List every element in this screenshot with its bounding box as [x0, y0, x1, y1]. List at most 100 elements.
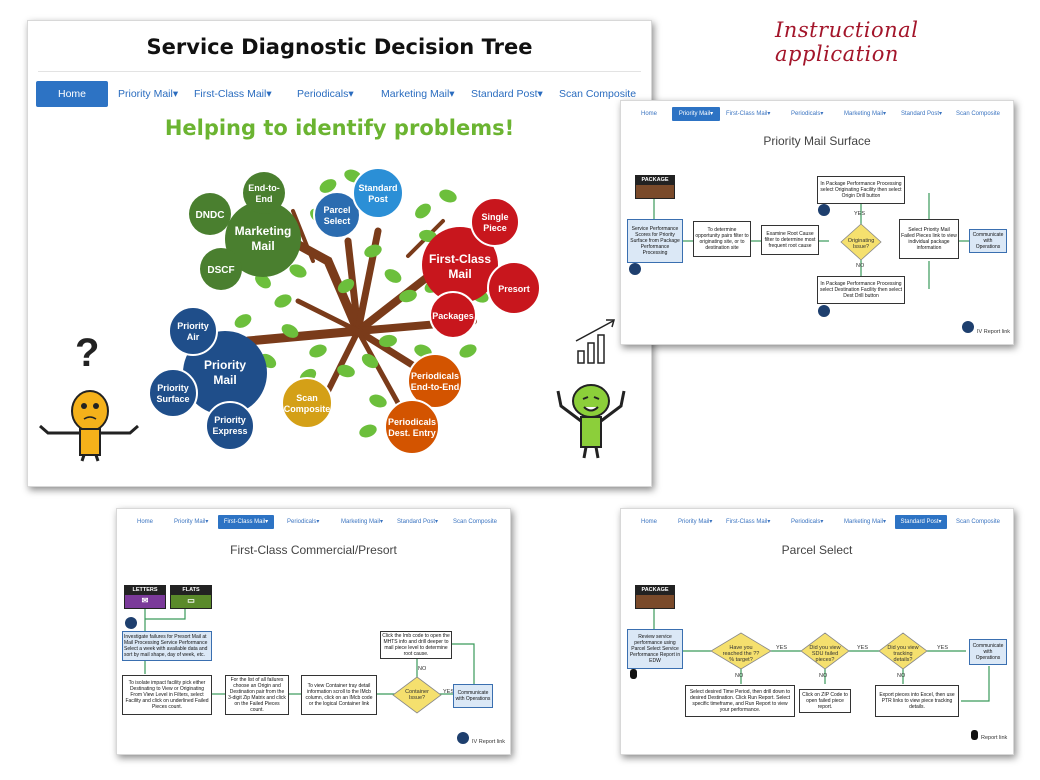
nav-first-class-mail[interactable]: First-Class Mail▾: [218, 515, 274, 529]
mouse-icon: [630, 669, 637, 679]
node-first-class-mail[interactable]: First-Class Mail: [422, 227, 498, 303]
priority-flow-connectors: [629, 192, 974, 333]
iv-badge-icon: [629, 263, 641, 275]
node-label-pe-2: End-to-End: [411, 382, 460, 392]
iv-badge-icon: [125, 617, 137, 629]
report-link[interactable]: IV Report link: [977, 329, 1011, 335]
target-decision-label: Have you reached the ??% target?: [722, 645, 760, 663]
no-label: NO: [735, 673, 744, 679]
caret-down-icon: ▾: [266, 88, 272, 100]
nav-label: First-Class Mail: [194, 88, 267, 100]
node-label-express-2: Express: [212, 426, 247, 436]
nav-periodicals[interactable]: Periodicals▾: [297, 81, 354, 107]
isolate-box: To isolate impact facility pick either D…: [122, 675, 212, 715]
nav-scan-composite[interactable]: Scan Composite: [559, 88, 637, 100]
nav-home[interactable]: Home: [36, 81, 108, 107]
confused-person-icon: ?: [39, 331, 139, 462]
node-label-packages: Packages: [432, 311, 474, 321]
nav-label: Priority Mail: [678, 111, 711, 117]
node-parcel-select[interactable]: Parcel Select: [313, 191, 361, 239]
nav-marketing-mail[interactable]: Marketing Mail▾: [381, 81, 455, 107]
page-title: Service Diagnostic Decision Tree: [146, 35, 533, 59]
iv-badge-icon: [818, 204, 830, 216]
node-presort[interactable]: Presort: [487, 261, 541, 315]
node-periodicals-dest-entry[interactable]: Periodicals Dest. Entry: [384, 399, 440, 455]
nav-label: Marketing Mail: [844, 519, 884, 525]
parcel-select-card: Home Priority Mail▾ First-Class Mail▾ Pe…: [620, 508, 1014, 755]
nav-standard-post[interactable]: Standard Post▾: [895, 515, 947, 529]
nav-first-class-mail[interactable]: First-Class Mail▾: [194, 81, 272, 107]
iv-badge-icon: [962, 321, 974, 333]
parcel-flow-connectors: [630, 607, 990, 740]
nav-standard-post[interactable]: Standard Post▾: [901, 111, 943, 117]
package-tag: PACKAGE: [635, 585, 675, 609]
nav-periodicals[interactable]: Periodicals▾: [791, 519, 824, 525]
decision-tree-illustration: Marketing Mail End-to- End DNDC DSCF Par…: [39, 167, 626, 462]
nav-marketing-mail[interactable]: Marketing Mail▾: [844, 519, 887, 525]
origin-destination-box: For the list of all failures choose an O…: [225, 675, 289, 715]
package-tag-label: PACKAGE: [636, 586, 674, 595]
node-marketing-mail[interactable]: Marketing Mail: [225, 201, 301, 277]
node-scan-composite[interactable]: Scan Composite: [281, 377, 333, 429]
node-packages[interactable]: Packages: [429, 291, 477, 339]
nav-label: Periodicals: [791, 111, 821, 117]
yes-label: YES: [857, 645, 869, 651]
node-periodicals-end-to-end[interactable]: Periodicals End-to-End: [407, 353, 463, 409]
iv-badge-icon: [818, 305, 830, 317]
report-link[interactable]: Report link: [981, 735, 1008, 741]
node-priority-surface[interactable]: Priority Surface: [148, 368, 198, 418]
flats-tag-label: FLATS: [171, 586, 211, 595]
node-single-piece[interactable]: Single Piece: [470, 197, 520, 247]
nav-standard-post[interactable]: Standard Post▾: [397, 519, 439, 525]
node-dndc[interactable]: DNDC: [189, 193, 231, 235]
node-dscf[interactable]: DSCF: [200, 248, 242, 290]
node-label-scan-2: Composite: [284, 404, 331, 414]
node-end-to-end[interactable]: End-to- End: [243, 172, 285, 214]
nav-first-class-mail[interactable]: First-Class Mail▾: [726, 519, 771, 525]
node-label-pd-1: Periodicals: [388, 417, 436, 427]
zip-code-box: Click on ZIP Code to open failed piece r…: [799, 689, 851, 713]
node-label-single-2: Piece: [483, 223, 507, 233]
node-label-scan-1: Scan: [296, 393, 318, 403]
caret-down-icon: ▾: [348, 88, 354, 100]
priority-mail-card: Home Priority Mail▾ First-Class Mail▾ Pe…: [620, 100, 1014, 345]
nav-priority-mail[interactable]: Priority Mail▾: [678, 519, 713, 525]
nav-standard-post[interactable]: Standard Post▾: [471, 81, 543, 107]
nav-marketing-mail[interactable]: Marketing Mail▾: [844, 111, 887, 117]
nav-scan-composite[interactable]: Scan Composite: [956, 111, 1001, 117]
nav-priority-mail[interactable]: Priority Mail▾: [672, 107, 720, 121]
nav-priority-mail[interactable]: Priority Mail▾: [174, 519, 209, 525]
nav-periodicals[interactable]: Periodicals▾: [791, 111, 824, 117]
node-label-air-1: Priority: [177, 321, 209, 331]
node-label-marketing-mail-1: Marketing: [235, 224, 292, 238]
nav-first-class-mail[interactable]: First-Class Mail▾: [726, 111, 771, 117]
nav-scan-composite[interactable]: Scan Composite: [956, 519, 1001, 525]
node-priority-express[interactable]: Priority Express: [205, 401, 255, 451]
iv-badge-icon: [457, 732, 469, 744]
export-box: Export pieces into Excel, then use PTR l…: [875, 685, 959, 717]
node-label-parcel-1: Parcel: [323, 205, 350, 215]
bar-chart-icon: [575, 319, 615, 364]
tracking-decision-label: Did you view tracking details?: [887, 645, 919, 663]
nav-home[interactable]: Home: [641, 111, 658, 117]
node-label-surface-1: Priority: [157, 383, 189, 393]
nav-periodicals[interactable]: Periodicals▾: [287, 519, 320, 525]
caret-down-icon: ▾: [537, 88, 543, 100]
flowchart-title: Parcel Select: [781, 543, 853, 557]
node-priority-air[interactable]: Priority Air: [168, 306, 218, 356]
node-standard-post[interactable]: Standard Post: [352, 167, 404, 219]
report-link[interactable]: IV Report link: [472, 739, 506, 745]
fcm-flow-connectors: [125, 607, 475, 744]
nav-marketing-mail[interactable]: Marketing Mail▾: [341, 519, 384, 525]
headline: Helping to identify problems!: [164, 116, 515, 140]
nav-scan-composite[interactable]: Scan Composite: [453, 519, 498, 525]
nav-label: Periodicals: [297, 88, 349, 100]
nav-priority-mail[interactable]: Priority Mail▾: [118, 81, 178, 107]
filter-box: To determine opportunity pairs filter to…: [693, 221, 751, 257]
nav-home[interactable]: Home: [641, 519, 658, 525]
yes-label: YES: [854, 211, 866, 217]
decision-diamond: [840, 223, 882, 261]
node-label-dndc: DNDC: [196, 210, 225, 221]
nav-label: Standard Post: [901, 111, 940, 117]
nav-home[interactable]: Home: [137, 519, 154, 525]
